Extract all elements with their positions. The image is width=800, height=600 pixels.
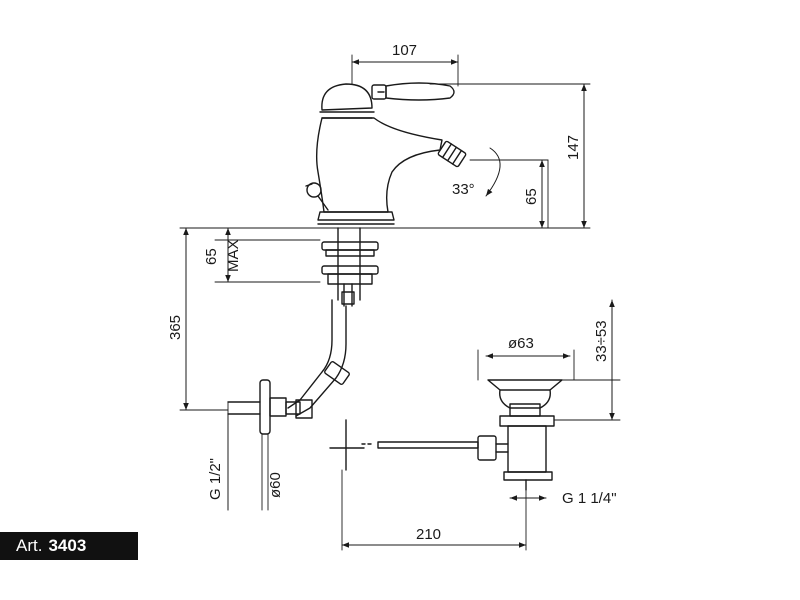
label-210: 210 bbox=[416, 526, 441, 543]
article-number: 3403 bbox=[48, 536, 87, 555]
supply-hose bbox=[287, 299, 350, 419]
article-prefix: Art. bbox=[16, 536, 43, 555]
label-107: 107 bbox=[392, 42, 417, 59]
label-65-deck: 65 bbox=[203, 248, 220, 265]
lever-handle bbox=[371, 82, 455, 101]
wall-connector bbox=[227, 379, 301, 435]
label-max: MAX bbox=[225, 239, 242, 272]
mounting-shank bbox=[321, 227, 379, 307]
article-badge: Art. 3403 bbox=[0, 532, 138, 560]
label-diam-63: ø63 bbox=[508, 335, 534, 352]
label-33-53: 33÷53 bbox=[593, 320, 610, 362]
drain-assembly bbox=[477, 379, 563, 491]
label-diam-60: ø60 bbox=[267, 472, 284, 498]
label-147: 147 bbox=[565, 135, 582, 160]
angle-arc bbox=[485, 147, 501, 197]
label-365: 365 bbox=[167, 315, 184, 340]
label-g-1-1-4: G 1 1/4" bbox=[562, 490, 617, 507]
label-33-deg: 33° bbox=[452, 181, 475, 198]
popup-rod bbox=[329, 419, 479, 471]
spout-head bbox=[437, 140, 467, 168]
faucet-body bbox=[315, 83, 443, 225]
label-65-spout: 65 bbox=[523, 188, 540, 205]
popup-knob bbox=[305, 182, 329, 211]
label-g-1-2: G 1/2" bbox=[207, 458, 224, 500]
